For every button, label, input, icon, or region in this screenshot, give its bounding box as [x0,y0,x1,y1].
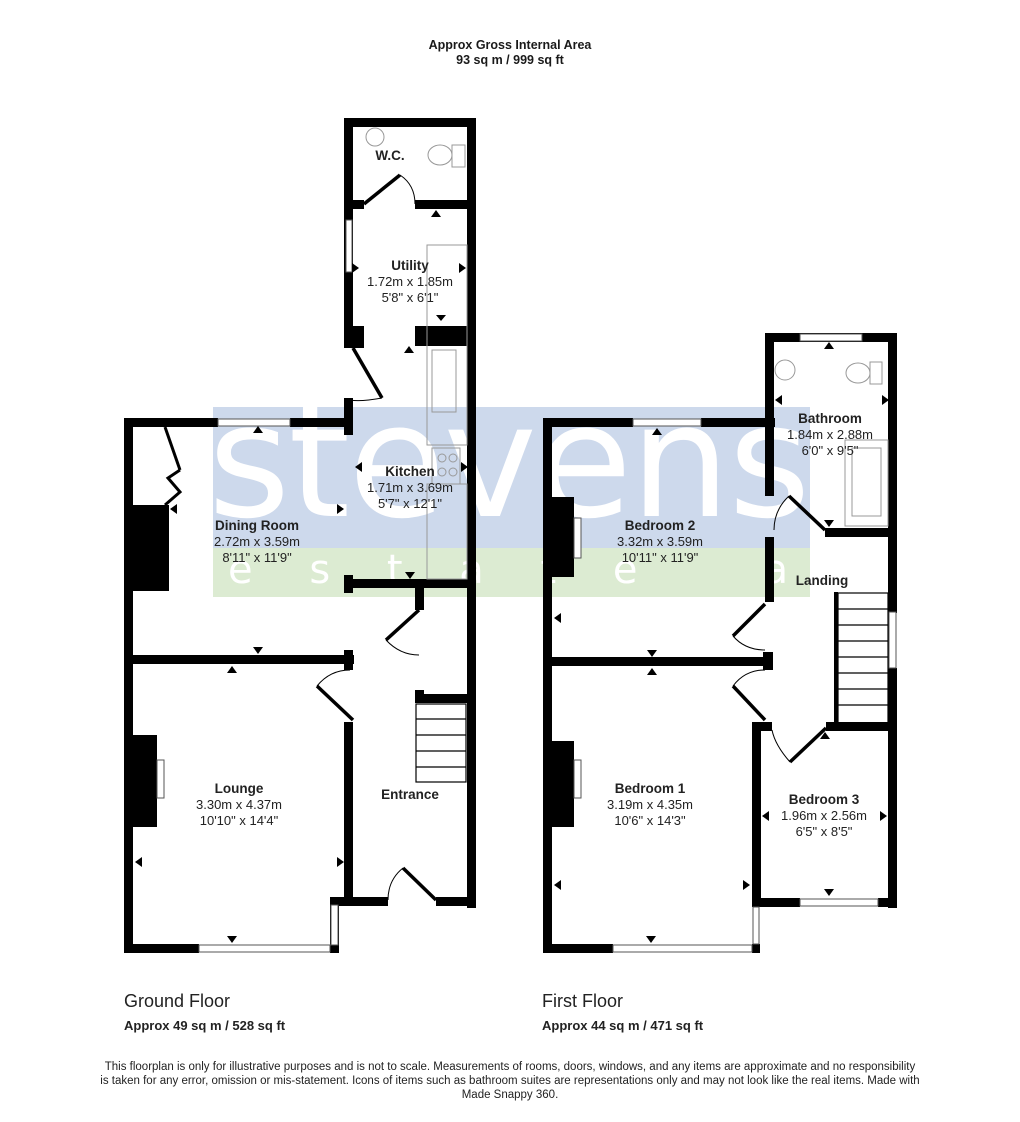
room-imperial: 8'11" x 11'9" [222,550,292,565]
room-dining: Dining Room 2.72m x 3.59m 8'11" x 11'9" [187,518,327,566]
room-name: Bedroom 1 [614,781,686,796]
room-imperial: 6'5" x 8'5" [795,824,853,839]
room-metric: 2.72m x 3.59m [214,534,300,549]
watermark-brand: stevens [208,370,811,554]
room-name: Entrance [381,787,439,802]
room-name: Dining Room [215,518,299,533]
room-metric: 1.71m x 3.69m [367,480,453,495]
room-name: Bedroom 2 [624,518,696,533]
room-imperial: 10'10" x 14'4" [199,813,279,828]
room-name: W.C. [375,148,405,163]
room-name: Lounge [214,781,264,796]
ground-floor-label: Ground Floor [124,991,231,1011]
room-name: Utility [391,258,429,273]
room-name: Kitchen [385,464,435,479]
gross-area-title: Approx Gross Internal Area [428,38,592,52]
first-floor-label: First Floor [542,991,623,1011]
room-imperial: 5'7" x 12'1" [377,496,443,511]
room-kitchen: Kitchen 1.71m x 3.69m 5'7" x 12'1" [350,464,470,512]
room-metric: 3.32m x 3.59m [617,534,703,549]
room-metric: 1.96m x 2.56m [781,808,867,823]
room-utility: Utility 1.72m x 1.85m 5'8" x 6'1" [350,258,470,306]
room-entrance: Entrance [355,787,465,803]
room-name: Landing [795,573,849,588]
room-metric: 3.19m x 4.35m [607,797,693,812]
room-imperial: 10'11" x 11'9" [621,550,699,565]
room-imperial: 6'0" x 9'5" [801,443,859,458]
watermark-green-band [213,548,810,597]
room-metric: 3.30m x 4.37m [196,797,282,812]
room-bedroom-3: Bedroom 3 1.96m x 2.56m 6'5" x 8'5" [764,792,884,840]
room-imperial: 5'8" x 6'1" [381,290,439,305]
room-metric: 1.84m x 2.88m [787,427,873,442]
room-landing: Landing [782,573,862,589]
first-floor-area: Approx 44 sq m / 471 sq ft [542,1018,704,1033]
room-metric: 1.72m x 1.85m [367,274,453,289]
ground-floor-area: Approx 49 sq m / 528 sq ft [124,1018,286,1033]
room-wc: W.C. [360,148,420,164]
gross-area-heading: Approx Gross Internal Area 93 sq m / 999… [0,38,1020,68]
gross-area-value: 93 sq m / 999 sq ft [456,53,564,67]
room-imperial: 10'6" x 14'3" [614,813,686,828]
room-bedroom-2: Bedroom 2 3.32m x 3.59m 10'11" x 11'9" [590,518,730,566]
room-name: Bedroom 3 [788,792,860,807]
room-lounge: Lounge 3.30m x 4.37m 10'10" x 14'4" [169,781,309,829]
disclaimer-text: This floorplan is only for illustrative … [100,1061,920,1101]
room-name: Bathroom [798,411,862,426]
room-bedroom-1: Bedroom 1 3.19m x 4.35m 10'6" x 14'3" [580,781,720,829]
watermark-blue-band [213,407,810,548]
room-bathroom: Bathroom 1.84m x 2.88m 6'0" x 9'5" [770,411,890,459]
